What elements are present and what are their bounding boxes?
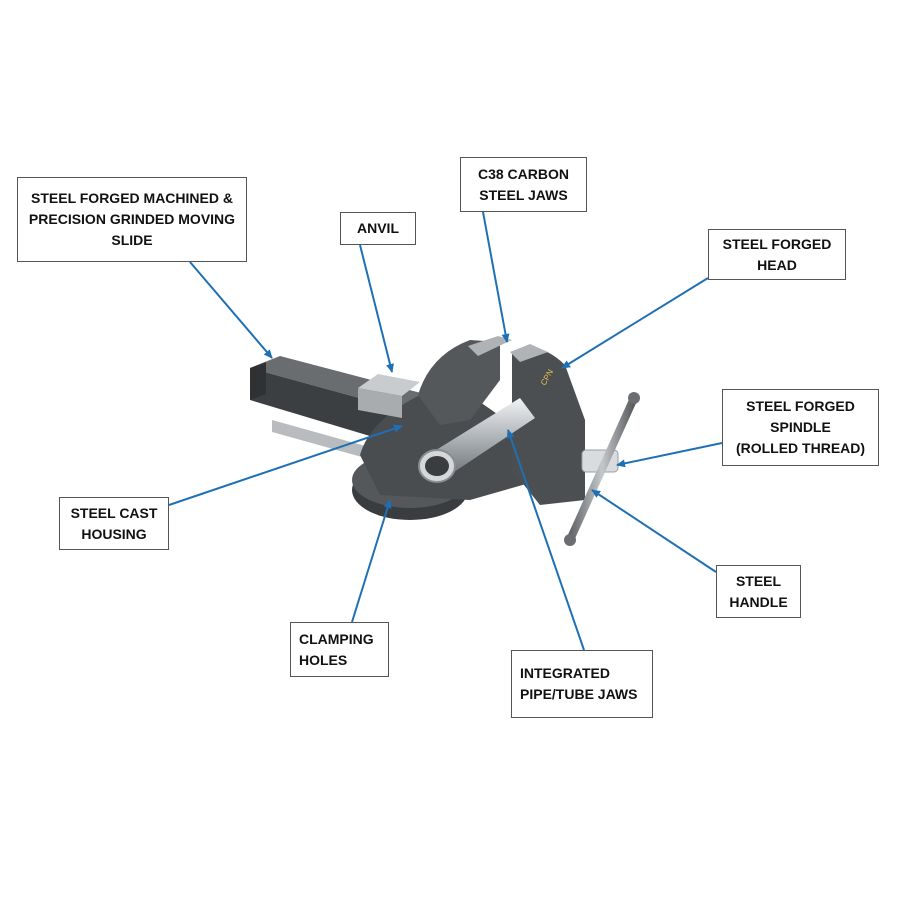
leader-lines: [168, 211, 723, 651]
label-spindle: STEEL FORGED SPINDLE (ROLLED THREAD): [722, 389, 879, 466]
label-handle: STEEL HANDLE: [716, 565, 801, 618]
label-clamping: CLAMPING HOLES: [290, 622, 389, 677]
leader-head: [561, 277, 709, 369]
leader-pipe-jaws: [506, 429, 585, 651]
handle-knob-top: [628, 392, 640, 404]
leader-spindle: [616, 442, 723, 468]
moving-slide-end: [250, 362, 266, 400]
label-housing: STEEL CAST HOUSING: [59, 497, 169, 550]
rear-steel-jaw: [468, 336, 512, 356]
vise-head: [512, 348, 585, 505]
pipe-body: [428, 398, 535, 478]
label-head: STEEL FORGED HEAD: [708, 229, 846, 280]
rear-jaw-body: [418, 340, 500, 425]
label-pipe-jaws: INTEGRATED PIPE/TUBE JAWS: [511, 650, 653, 718]
handle-bar: [566, 394, 638, 544]
leader-housing: [168, 424, 403, 506]
leader-clamping: [351, 499, 392, 623]
anvil-top: [358, 374, 420, 396]
anvil-front: [358, 388, 402, 418]
label-moving-slide: STEEL FORGED MACHINED & PRECISION GRINDE…: [17, 177, 247, 262]
leader-moving-slide: [189, 261, 273, 359]
leader-handle: [591, 489, 717, 573]
front-steel-jaw: [510, 344, 548, 362]
leader-anvil: [359, 244, 394, 373]
moving-slide-side: [250, 368, 410, 448]
label-jaws: C38 CARBON STEEL JAWS: [460, 157, 587, 212]
leader-jaws: [482, 211, 510, 343]
handle-knob-bottom: [564, 534, 576, 546]
vise-illustration: CPN: [250, 336, 640, 546]
pipe-hole: [425, 456, 449, 476]
label-anvil: ANVIL: [340, 212, 416, 245]
